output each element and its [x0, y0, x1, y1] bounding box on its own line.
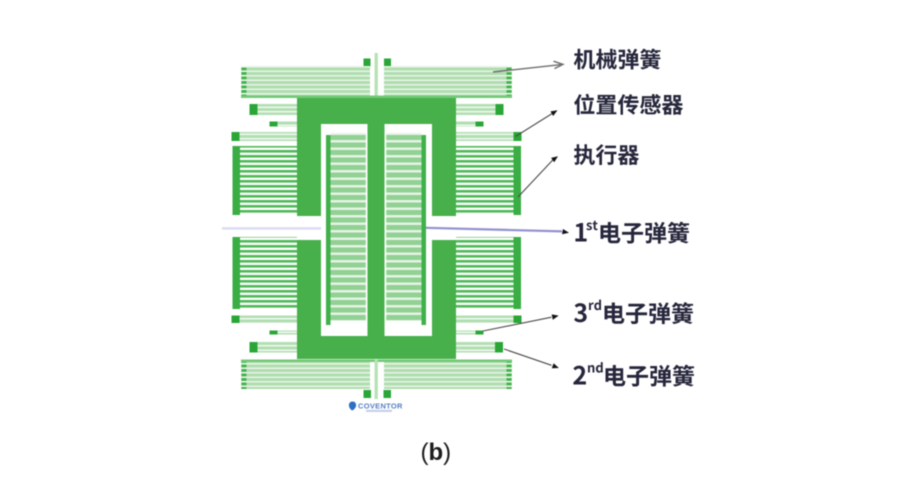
svg-text:COVENTOR: COVENTOR — [358, 402, 403, 411]
svg-text:(b): (b) — [421, 439, 452, 466]
